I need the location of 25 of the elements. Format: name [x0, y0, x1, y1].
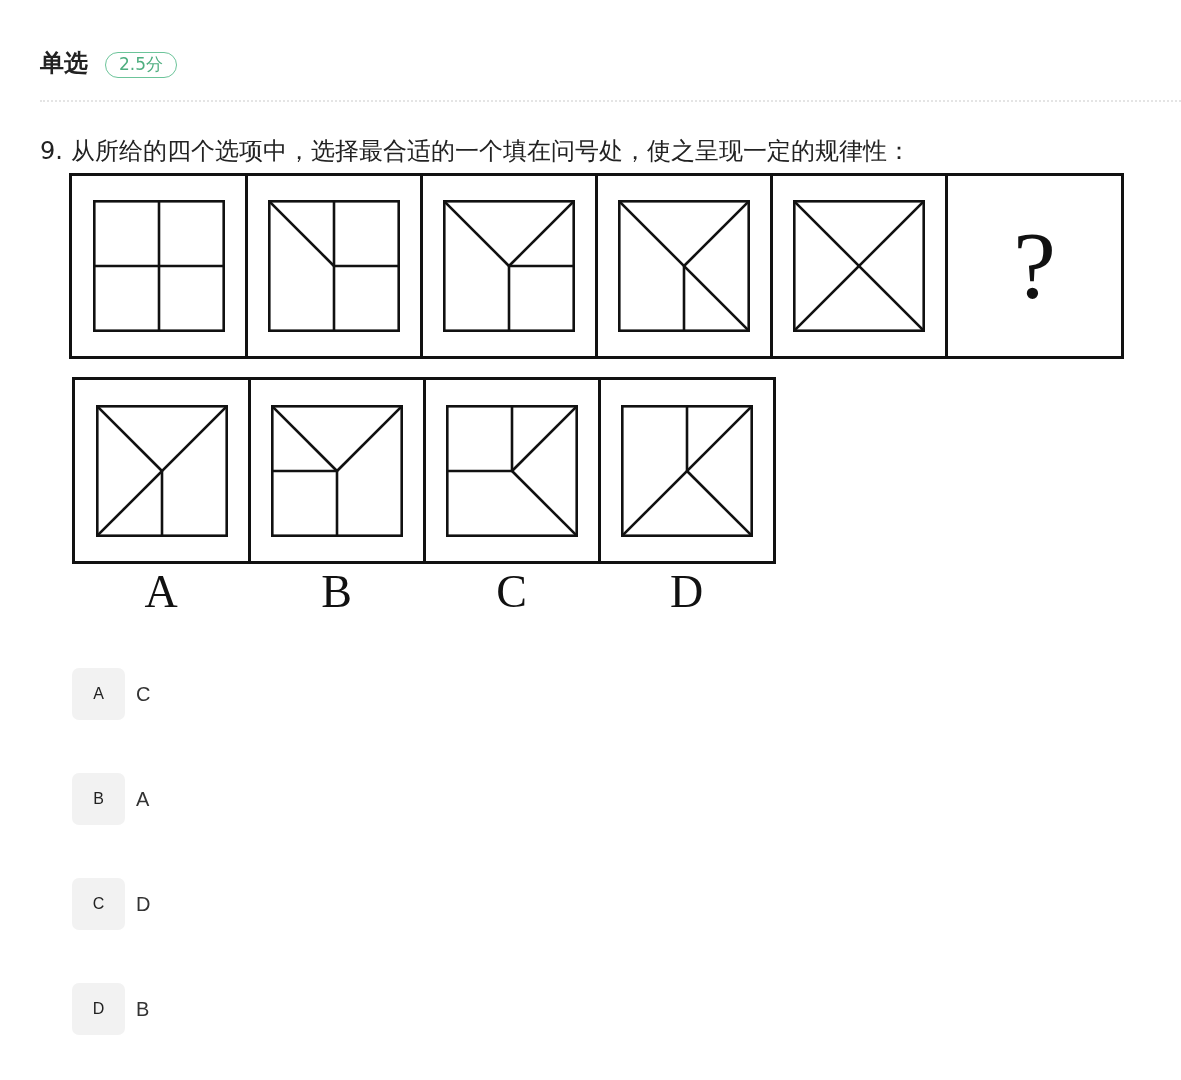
figure-cell	[245, 173, 423, 359]
figure-cell	[420, 173, 598, 359]
option-text: C	[136, 682, 151, 706]
option-badge: A	[72, 668, 125, 720]
figure-cell	[945, 173, 1124, 359]
figure-cell	[770, 173, 948, 359]
figure-cell	[248, 377, 426, 564]
figure-cell	[595, 173, 773, 359]
option-text: A	[136, 787, 150, 811]
option-badge: D	[72, 983, 125, 1035]
figure-cell	[423, 377, 601, 564]
question-mark: ?	[1013, 218, 1056, 314]
figure-cell	[69, 173, 248, 359]
option-text: D	[136, 892, 151, 916]
option-text: B	[136, 997, 150, 1021]
figure-cell	[598, 377, 776, 564]
option-label: B	[320, 568, 353, 616]
option-label: D	[668, 568, 705, 616]
option-label: A	[143, 568, 179, 616]
option-badge: B	[72, 773, 125, 825]
option-badge: C	[72, 878, 125, 930]
figure-cell	[72, 377, 251, 564]
option-label: C	[495, 568, 528, 616]
heading: 单选	[40, 48, 88, 79]
question-text: 9. 从所给的四个选项中，选择最合适的一个填在问号处，使之呈现一定的规律性：	[40, 136, 911, 167]
